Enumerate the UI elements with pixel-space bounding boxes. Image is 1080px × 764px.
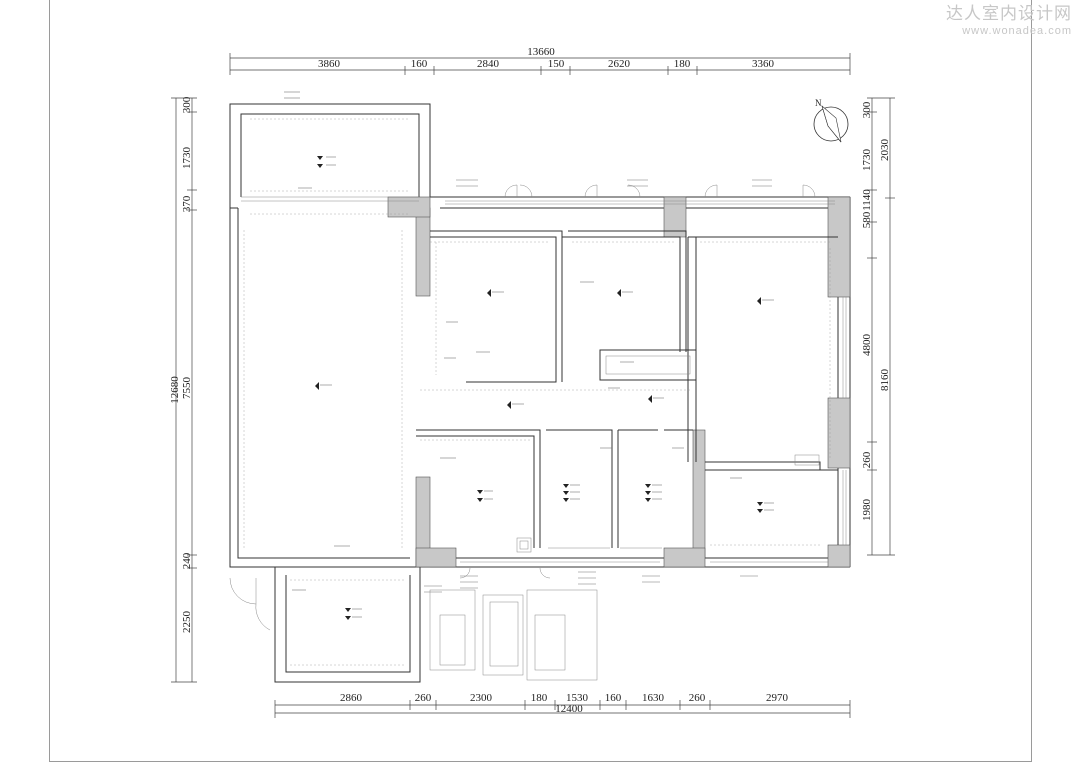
watermark-cn: 达人室内设计网 [946, 4, 1072, 24]
watermark-url: www.wonadea.com [962, 25, 1072, 37]
right-dimension-lines [867, 97, 895, 556]
interior-walls [387, 196, 851, 568]
top-dim-3: 2840 [477, 58, 500, 70]
top-dim-2: 160 [411, 58, 428, 70]
top-dimension-lines [229, 53, 851, 75]
left-dim-1: 300 [181, 96, 193, 113]
right-inner-dim-2: 1730 [861, 149, 873, 172]
annotation-marks [284, 91, 774, 618]
right-inner-dim-7: 1980 [861, 499, 873, 522]
right-inner-dim-4: 1140 [861, 189, 873, 211]
compass: N [813, 98, 849, 143]
left-dim-5: 240 [181, 552, 193, 569]
left-total-dim: 12680 [169, 376, 181, 404]
exterior-walls [229, 103, 851, 683]
bottom-dimension-lines [274, 700, 851, 718]
bottom-dim-4: 180 [531, 692, 548, 704]
left-dimension-lines [171, 97, 197, 683]
bottom-dim-8: 260 [689, 692, 706, 704]
right-inner-dim-5: 4800 [861, 334, 873, 357]
level-markers [315, 156, 763, 620]
top-dim-4: 150 [548, 58, 565, 70]
interior-dimension-strings [243, 118, 831, 666]
right-outer-dim-1: 2030 [879, 139, 891, 162]
doors [229, 184, 816, 631]
top-total-dim: 13660 [527, 46, 555, 58]
right-inner-dim-1: 300 [861, 101, 873, 118]
bottom-dim-6: 160 [605, 692, 622, 704]
drawing-frame [49, 0, 1032, 762]
top-dim-7: 3360 [752, 58, 775, 70]
watermark: 达人室内设计网 www.wonadea.com [946, 4, 1072, 38]
right-inner-dim-6: 260 [861, 451, 873, 468]
right-inner-dim-3: 580 [861, 211, 873, 228]
bottom-dim-7: 1630 [642, 692, 665, 704]
lower-fixtures [429, 589, 598, 681]
left-dim-6: 2250 [181, 611, 193, 634]
bottom-dim-3: 2300 [470, 692, 493, 704]
left-dim-3: 370 [181, 195, 193, 212]
left-dim-4: 7550 [181, 377, 193, 400]
bottom-dim-9: 2970 [766, 692, 789, 704]
top-dim-6: 180 [674, 58, 691, 70]
bottom-dim-5: 1530 [566, 692, 589, 704]
left-dim-2: 1730 [181, 147, 193, 170]
compass-north-label: N [815, 98, 822, 108]
windows [241, 196, 847, 563]
bottom-dim-2: 260 [415, 692, 432, 704]
bottom-dim-1: 2860 [340, 692, 363, 704]
top-dim-5: 2620 [608, 58, 631, 70]
right-outer-dim-2: 8160 [879, 369, 891, 392]
top-dim-1: 3860 [318, 58, 341, 70]
bottom-total-dim: 12400 [555, 703, 583, 715]
